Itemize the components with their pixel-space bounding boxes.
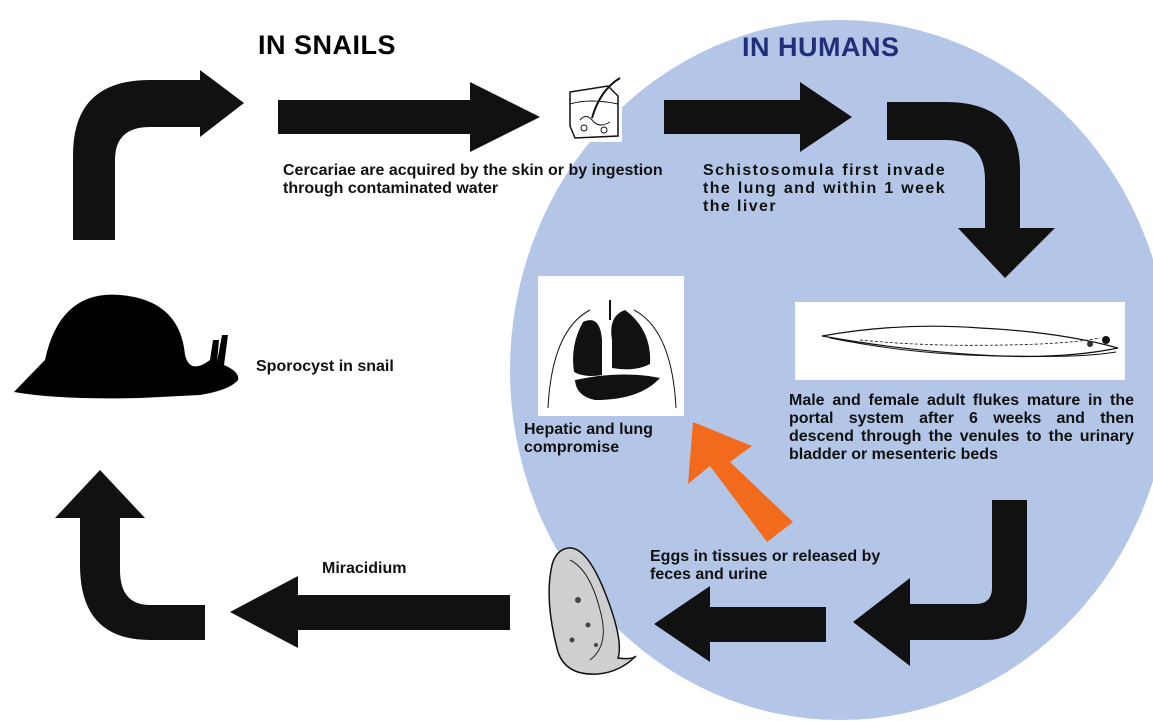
title-in-snails: IN SNAILS: [258, 30, 396, 61]
label-eggs: Eggs in tissues or released by feces and…: [650, 548, 910, 584]
snail-icon: [14, 295, 238, 399]
arrow-snail-to-water: [73, 70, 244, 240]
label-hepatic-lung: Hepatic and lung compromise: [524, 421, 684, 457]
arrow-miracidium: [230, 576, 510, 648]
arrow-to-snail: [55, 470, 205, 640]
adult-fluke-icon: [795, 302, 1125, 380]
label-cercariae: Cercariae are acquired by the skin or by…: [283, 162, 663, 198]
label-adult-flukes: Male and female adult flukes mature in t…: [789, 392, 1134, 464]
skin-section-icon: [560, 78, 622, 142]
lung-liver-icon: [538, 276, 684, 416]
label-miracidium: Miracidium: [322, 560, 406, 578]
label-schistosomula: Schistosomula first invade the lung and …: [703, 162, 946, 216]
arrow-to-skin: [278, 82, 540, 152]
title-in-humans: IN HUMANS: [742, 32, 900, 63]
label-sporocyst: Sporocyst in snail: [256, 358, 394, 376]
